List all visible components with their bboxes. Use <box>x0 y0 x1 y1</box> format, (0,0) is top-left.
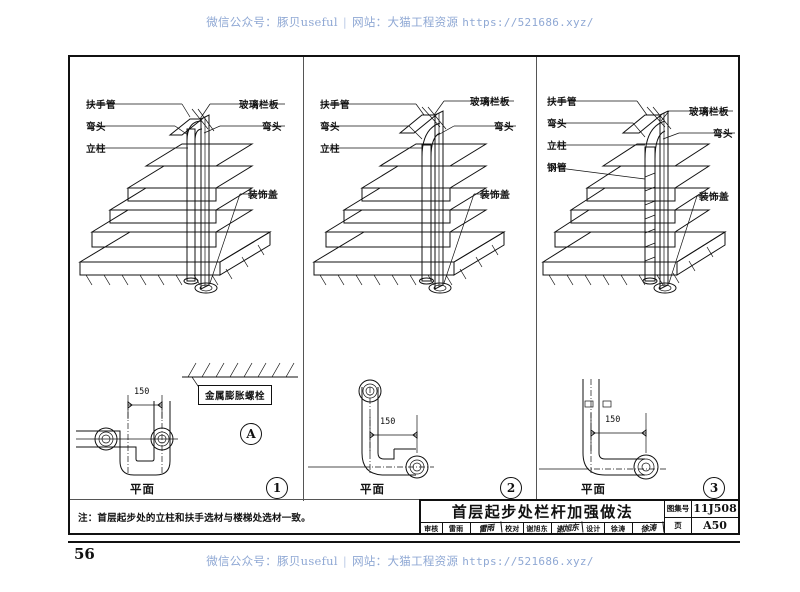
sig-name-reviewer: 雷雨 <box>443 523 471 534</box>
sig-handwriting-checker: 谢旭东 <box>551 521 584 536</box>
title-block-right: 图集号 11J508 页 A50 <box>664 501 738 533</box>
watermark-bottom-separator: | <box>342 554 348 568</box>
plan-panel-2: 150 平面 2 <box>304 357 536 501</box>
plan3-number-bubble-3: 3 <box>703 477 725 499</box>
plan1-callout-expansion-bolt: 金属膨胀螺栓 <box>198 385 273 405</box>
panel-divider-iso-2 <box>536 57 537 357</box>
iso1-label-elbow-right: 弯头 <box>262 122 283 133</box>
iso2-label-glass-panel: 玻璃栏板 <box>470 97 511 108</box>
iso-panel-1: 扶手管 弯头 立柱 玻璃栏板 弯头 装饰盖 <box>70 57 303 357</box>
iso2-label-decor-cover: 装饰盖 <box>480 190 511 201</box>
iso3-label-elbow-left: 弯头 <box>547 119 568 130</box>
iso2-label-handrail-tube: 扶手管 <box>320 100 351 111</box>
iso3-label-steel-pipe: 钢管 <box>547 163 568 174</box>
drawing-sheet-frame: 扶手管 弯头 立柱 玻璃栏板 弯头 装饰盖 <box>68 55 740 535</box>
iso-panel-3: 扶手管 弯头 立柱 钢管 玻璃栏板 弯头 装饰盖 <box>537 57 740 357</box>
iso2-label-elbow-right: 弯头 <box>494 122 515 133</box>
plan-panel-3: 150 平面 3 <box>537 357 740 501</box>
iso1-label-decor-cover: 装饰盖 <box>248 190 279 201</box>
iso3-label-decor-cover: 装饰盖 <box>699 192 730 203</box>
watermark-site-name: 大猫工程资源 <box>387 15 459 29</box>
iso1-label-glass-panel: 玻璃栏板 <box>239 100 280 111</box>
plan1-detail-bubble-a: A <box>240 423 262 445</box>
panel-divider-plan-1 <box>303 357 304 501</box>
sig-name-designer: 徐涛 <box>605 523 633 534</box>
iso2-label-elbow-left: 弯头 <box>320 122 341 133</box>
plan-panel-1: 150 金属膨胀螺栓 A 平面 1 <box>70 357 303 501</box>
sig-role-designer: 设计 <box>583 523 605 534</box>
sig-name-checker: 谢旭东 <box>524 523 552 534</box>
iso2-label-post: 立柱 <box>320 144 341 155</box>
title-block-title-row: 首层起步处栏杆加强做法 <box>421 501 664 523</box>
atlas-number-key: 图集号 <box>665 501 692 517</box>
watermark-wechat-name: 豚贝useful <box>277 15 338 29</box>
drawing-title: 首层起步处栏杆加强做法 <box>451 503 634 521</box>
watermark-wechat-label: 微信公众号： <box>206 15 278 29</box>
plan1-label-plan: 平面 <box>130 482 155 496</box>
plan3-label-plan: 平面 <box>581 482 606 496</box>
panel-divider-plan-2 <box>536 357 537 501</box>
iso3-label-elbow-right: 弯头 <box>713 129 734 140</box>
watermark-bottom-wechat-name: 豚贝useful <box>277 554 338 568</box>
plan2-label-plan: 平面 <box>360 482 385 496</box>
title-block-left: 首层起步处栏杆加强做法 审核 雷雨 雷雨 校对 谢旭东 谢旭东 设计 徐涛 徐涛 <box>421 501 665 536</box>
sig-role-checker: 校对 <box>502 523 524 534</box>
watermark-top: 微信公众号：豚贝useful | 网站：大猫工程资源 https://521686.… <box>0 14 800 30</box>
panel-divider-iso-1 <box>303 57 304 357</box>
sig-role-reviewer: 审核 <box>421 523 443 534</box>
iso-panel-2: 扶手管 弯头 立柱 玻璃栏板 弯头 装饰盖 <box>304 57 536 357</box>
plan1-number-bubble-1: 1 <box>266 477 288 499</box>
note-area: 注：首层起步处的立柱和扶手选材与楼梯处选材一致。 <box>70 499 419 533</box>
iso3-label-handrail-tube: 扶手管 <box>547 97 578 108</box>
title-block: 首层起步处栏杆加强做法 审核 雷雨 雷雨 校对 谢旭东 谢旭东 设计 徐涛 徐涛… <box>419 499 738 536</box>
page-number-row: 页 A50 <box>665 517 738 533</box>
page-number-value: A50 <box>703 518 727 532</box>
atlas-number-value: 11J508 <box>693 502 737 516</box>
sig-handwriting-designer: 徐涛 <box>632 521 665 536</box>
watermark-bottom-site-name: 大猫工程资源 <box>387 554 459 568</box>
iso3-label-glass-panel: 玻璃栏板 <box>689 107 730 118</box>
iso1-label-post: 立柱 <box>86 144 107 155</box>
note-text: 注：首层起步处的立柱和扶手选材与楼梯处选材一致。 <box>78 512 311 524</box>
watermark-bottom: 微信公众号：豚贝useful | 网站：大猫工程资源 https://521686.… <box>0 553 800 569</box>
watermark-bottom-wechat-label: 微信公众号： <box>206 554 278 568</box>
title-block-signature-row: 审核 雷雨 雷雨 校对 谢旭东 谢旭东 设计 徐涛 徐涛 <box>421 521 665 536</box>
watermark-separator: | <box>342 15 348 29</box>
sig-handwriting-reviewer: 雷雨 <box>470 521 503 536</box>
page-number: 56 <box>74 545 95 563</box>
page-number-key: 页 <box>665 517 692 533</box>
watermark-url: https://521686.xyz/ <box>462 16 594 29</box>
plan2-number-bubble-2: 2 <box>500 477 522 499</box>
plan2-dimension-150: 150 <box>380 417 396 427</box>
plan1-dimension-150: 150 <box>134 387 150 397</box>
watermark-site-label: 网站： <box>352 15 388 29</box>
iso1-label-handrail-tube: 扶手管 <box>86 100 117 111</box>
watermark-bottom-site-label: 网站： <box>352 554 388 568</box>
watermark-bottom-url: https://521686.xyz/ <box>462 555 594 568</box>
page-bottom-rule <box>68 541 740 543</box>
plan3-dimension-150: 150 <box>605 415 621 425</box>
atlas-number-row: 图集号 11J508 <box>665 501 738 518</box>
iso1-label-elbow-left: 弯头 <box>86 122 107 133</box>
iso3-label-post: 立柱 <box>547 141 568 152</box>
